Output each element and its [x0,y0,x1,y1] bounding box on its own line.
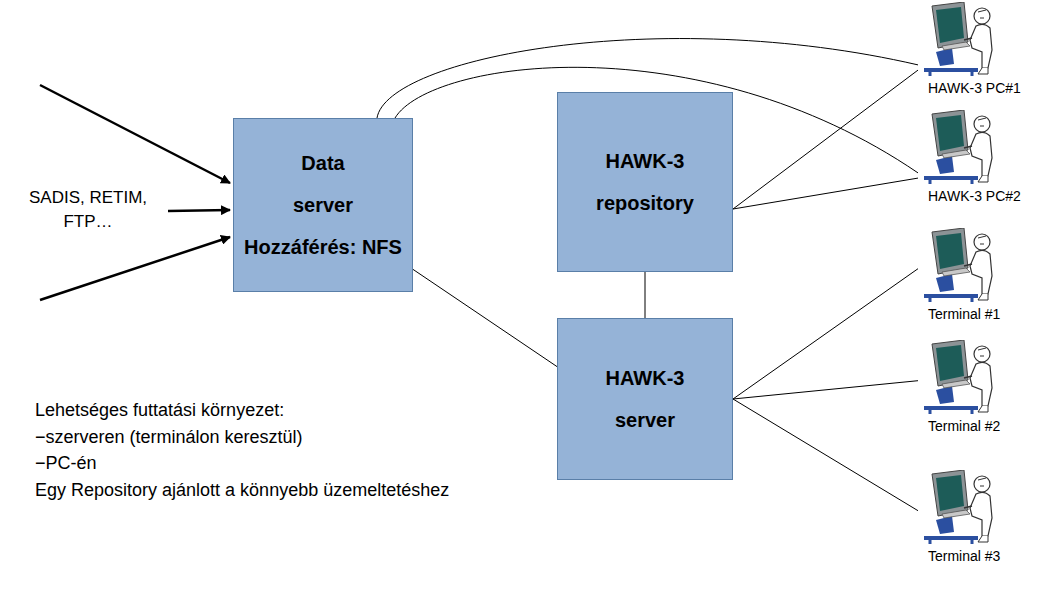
connector [733,381,918,399]
connector [733,70,918,209]
server-box: HAWK-3 server [557,318,733,480]
computer-user-icon [918,228,1000,302]
server-box: HAWK-3 repository [557,92,733,272]
box-title: Hozzáférés: NFS [244,226,402,268]
workstation: Terminal #3 [918,470,1042,564]
note-text: −PC-én [35,450,97,476]
workstation: HAWK-3 PC#1 [918,2,1042,96]
note-text: Egy Repository ajánlott a könnyebb üzeme… [35,477,449,503]
computer-user-icon [918,2,1000,76]
computer-user-icon [918,470,1000,544]
box-title: HAWK-3 repository [580,140,710,224]
workstation: Terminal #1 [918,228,1042,322]
station-label: HAWK-3 PC#1 [928,80,1042,96]
station-label: Terminal #2 [928,418,1042,434]
input-label: SADIS, RETIM, FTP… [8,186,168,234]
computer-user-icon [918,110,1000,184]
box-title: Data server [278,142,368,226]
note-text: −szerveren (terminálon keresztül) [35,424,303,450]
connector [645,272,646,318]
note-text: Lehetséges futtatási környezet: [35,397,284,423]
workstation: HAWK-3 PC#2 [918,110,1042,204]
station-label: HAWK-3 PC#2 [928,188,1042,204]
connector [413,269,557,366]
connector [733,178,918,209]
connector [733,269,918,399]
station-label: Terminal #3 [928,548,1042,564]
computer-user-icon [918,340,1000,414]
box-title: HAWK-3 server [595,357,695,441]
station-label: Terminal #1 [928,306,1042,322]
server-box: Data serverHozzáférés: NFS [233,118,413,292]
workstation: Terminal #2 [918,340,1042,434]
connector [733,399,918,511]
